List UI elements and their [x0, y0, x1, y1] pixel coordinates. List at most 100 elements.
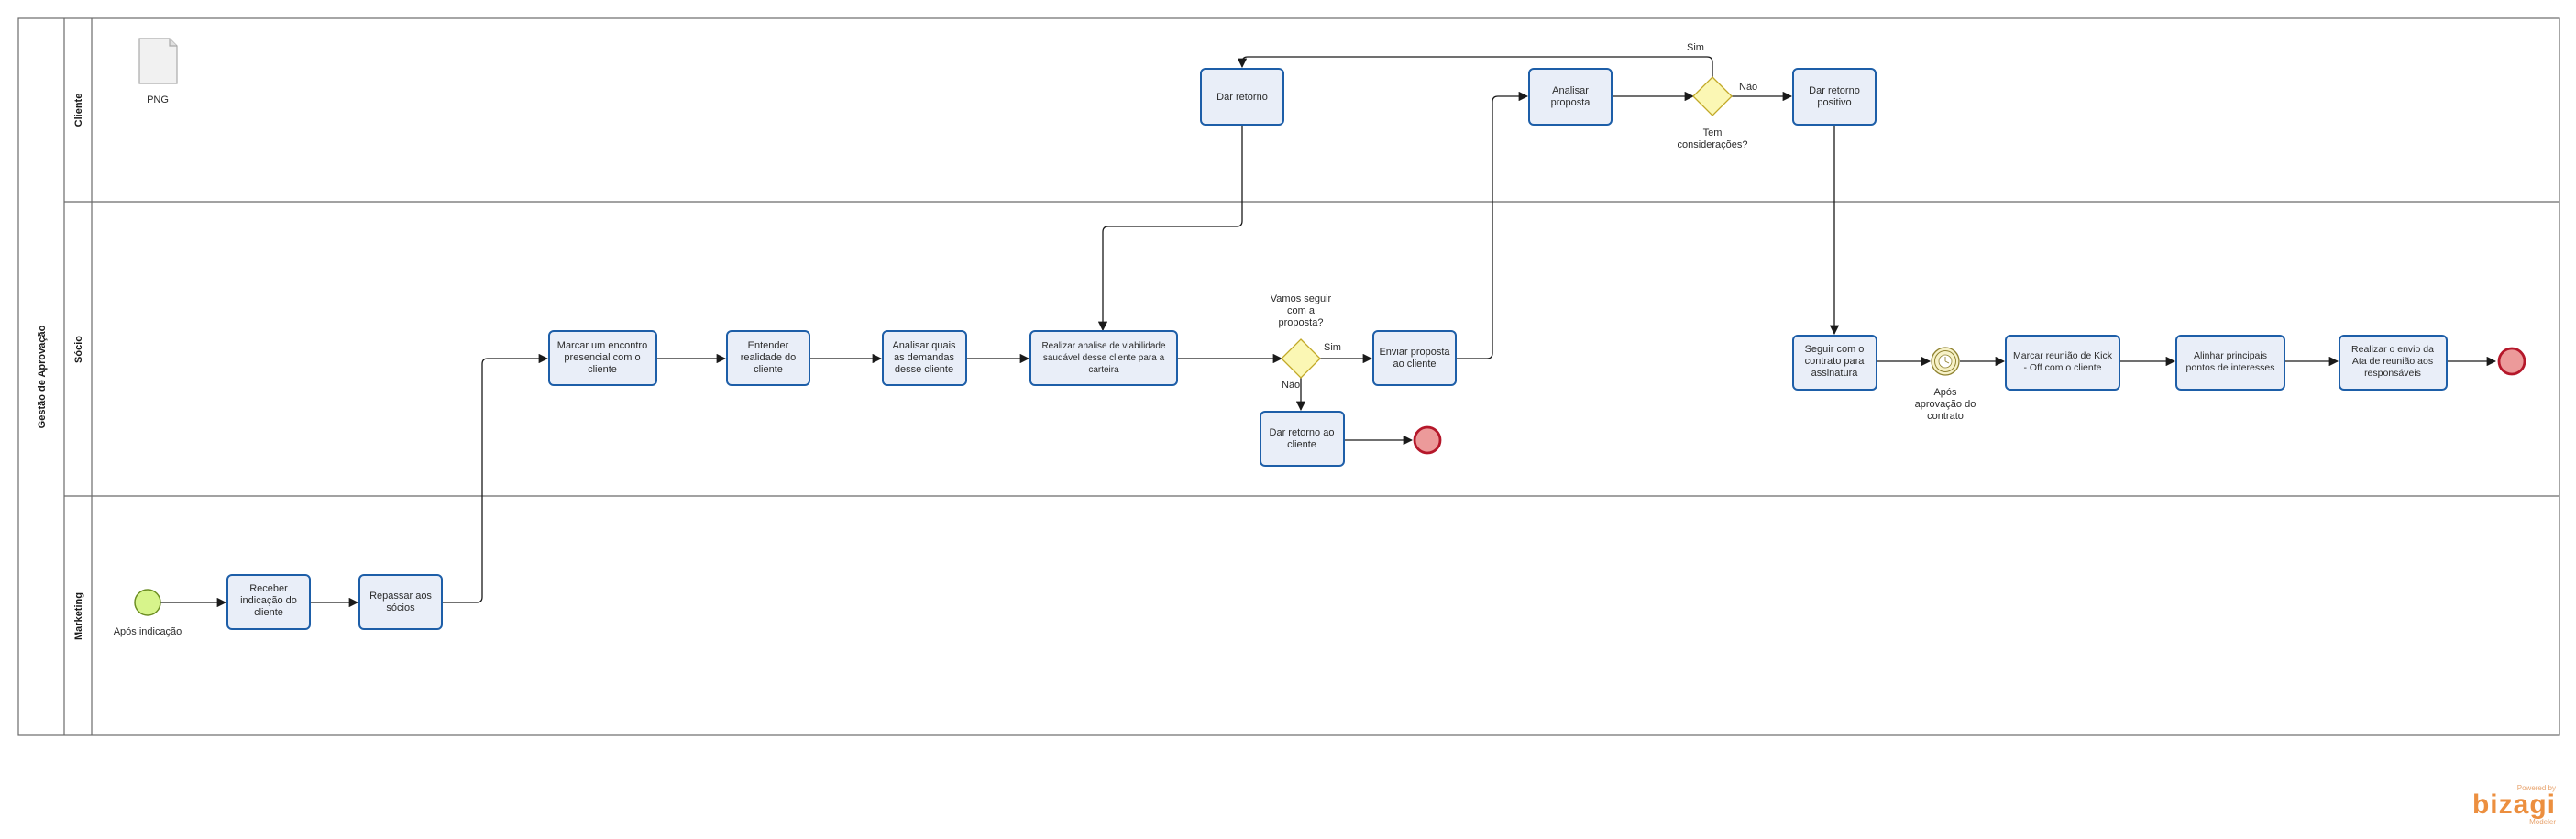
task-text: cliente	[754, 364, 783, 375]
pool-title: Gestão de Aprovação	[37, 325, 48, 428]
task-text: pontos de interesses	[2186, 362, 2275, 373]
bizagi-logo: bizagi	[2471, 789, 2556, 820]
task-text: contrato para	[1805, 356, 1866, 367]
task-text: Dar retorno	[1809, 85, 1860, 96]
task-text: Dar retorno ao	[1270, 427, 1335, 438]
task-text: Repassar aos	[369, 591, 432, 602]
end-event-final[interactable]	[2497, 347, 2526, 376]
task-text: saudável desse cliente para a	[1043, 353, 1165, 363]
flow-label-g2-nao: Não	[1739, 82, 1757, 93]
task-text: Alinhar principais	[2194, 350, 2267, 361]
flow-dar-retorno-realizar	[1097, 125, 1243, 332]
event-text: contrato	[1927, 411, 1964, 422]
flow-enviar-analisar-proposta	[1456, 91, 1529, 359]
task-text: indicação do	[240, 595, 297, 606]
svg-text:Após indicação: Após indicação	[114, 626, 182, 637]
svg-text:Marcar reunião de Kick- Off co: Marcar reunião de Kick- Off com o client…	[2013, 350, 2113, 373]
task-text: Analisar	[1552, 85, 1589, 96]
task-text: carteira	[1088, 365, 1119, 375]
lane-title-socio: Sócio	[73, 336, 84, 363]
gateway-text: considerações?	[1677, 139, 1747, 150]
task-text: Marcar um encontro	[557, 340, 647, 351]
task-text: Realizar analise de viabilidade	[1041, 341, 1166, 351]
task-text: Marcar reunião de Kick	[2013, 350, 2113, 361]
task-text: responsáveis	[2364, 368, 2421, 379]
task-text: cliente	[588, 364, 617, 375]
sequence-flows	[158, 56, 2497, 608]
task-text: Analisar quais	[892, 340, 956, 351]
task-text: cliente	[254, 607, 283, 618]
flow-label-g1-sim: Sim	[1324, 342, 1341, 353]
task-text: proposta	[1551, 97, 1591, 108]
event-text: Após	[1933, 387, 1957, 398]
gateway-text: Tem	[1703, 127, 1723, 138]
task-text: Ata de reunião aos	[2352, 356, 2433, 367]
lane-socio: Sócio	[73, 336, 84, 363]
lane-marketing: Marketing	[73, 592, 84, 640]
task-text: realidade do	[741, 352, 797, 363]
task-text: ao cliente	[1393, 359, 1436, 370]
task-text: positivo	[1817, 97, 1851, 108]
brand-powered-by: Powered by	[2516, 784, 2556, 792]
task-marcar-kickoff[interactable]: Marcar reunião de Kick- Off com o client…	[2005, 335, 2120, 391]
task-text: Entender	[748, 340, 789, 351]
task-realizar-analise[interactable]: Realizar analise de viabilidade saudável …	[1029, 330, 1178, 386]
gateway-text: com a	[1287, 305, 1316, 316]
flow-repassar-marcar	[442, 353, 549, 603]
task-text: presencial com o	[564, 352, 640, 363]
brand-product: Modeler	[2529, 818, 2556, 826]
start-event[interactable]: Após indicação	[114, 589, 182, 637]
task-text: cliente	[1287, 439, 1316, 450]
task-text: Seguir com o	[1805, 344, 1865, 355]
task-text: sócios	[386, 602, 415, 613]
task-text: - Off com o cliente	[2023, 362, 2101, 373]
event-text: Após indicação	[114, 626, 182, 637]
task-text: desse cliente	[895, 364, 953, 375]
event-text: aprovação do	[1915, 399, 1976, 410]
task-text: Receber	[249, 583, 288, 594]
task-text: as demandas	[894, 352, 955, 363]
end-event-rejeitado[interactable]	[1413, 425, 1442, 455]
lane-title-marketing: Marketing	[73, 592, 84, 640]
flow-gateway-dar-retorno	[1237, 56, 1713, 77]
task-dar-retorno[interactable]: Dar retorno	[1200, 68, 1284, 126]
png-artifact-label: PNG	[147, 94, 169, 105]
png-artifact[interactable]: PNG	[138, 38, 178, 105]
svg-text:Dar retorno: Dar retorno	[1216, 92, 1268, 103]
task-text: Dar retorno	[1216, 92, 1268, 103]
task-text: assinatura	[1811, 368, 1859, 379]
lane-cliente: Cliente	[73, 94, 84, 127]
task-text: Realizar o envio da	[2351, 344, 2434, 355]
